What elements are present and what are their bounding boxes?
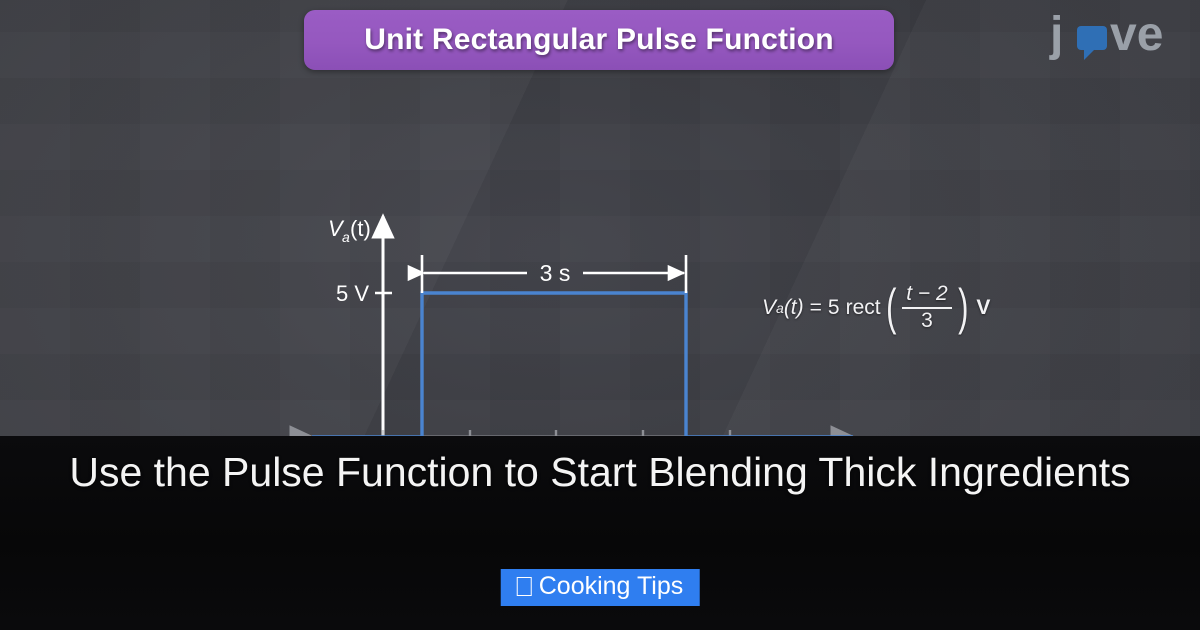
formula-unit: V — [976, 295, 991, 319]
jove-logo[interactable]: j ve — [1048, 8, 1172, 62]
formula-equals: = — [809, 295, 822, 319]
status-badge[interactable]: Cooking Tips — [500, 569, 700, 606]
y-axis-label-v: V — [328, 216, 345, 241]
formula-denominator: 3 — [921, 308, 933, 332]
formula-coefficient: 5 — [827, 295, 840, 319]
pulse-width-label: 3 s — [540, 260, 571, 286]
page-title: Unit Rectangular Pulse Function — [364, 23, 834, 56]
jove-logo-icon: j ve — [1049, 8, 1163, 61]
y-axis-label-sub: a — [342, 229, 350, 245]
formula-paren-open: ( — [885, 279, 897, 336]
formula-lhs-sub: a — [776, 299, 784, 316]
y-axis-label: V a (t) — [328, 216, 371, 245]
formula-lhs-v: V — [762, 295, 777, 319]
svg-text:j: j — [1049, 10, 1063, 61]
missing-glyph-icon — [516, 577, 532, 596]
formula-lhs-arg: (t) — [783, 295, 804, 319]
svg-text:ve: ve — [1110, 10, 1163, 61]
badge-label: Cooking Tips — [538, 572, 684, 600]
title-banner: Unit Rectangular Pulse Function — [304, 10, 894, 70]
caption-title: Use the Pulse Function to Start Blending… — [69, 449, 1131, 495]
formula-function: rect — [845, 295, 881, 319]
formula-fraction-bar — [902, 306, 952, 309]
formula-fraction: t − 2 3 — [902, 282, 952, 332]
y-axis-tick-label-5v: 5 V — [336, 281, 369, 306]
formula-numerator: t − 2 — [906, 282, 948, 305]
formula-paren-close: ) — [957, 279, 969, 336]
y-axis-label-tail: (t) — [350, 216, 371, 241]
